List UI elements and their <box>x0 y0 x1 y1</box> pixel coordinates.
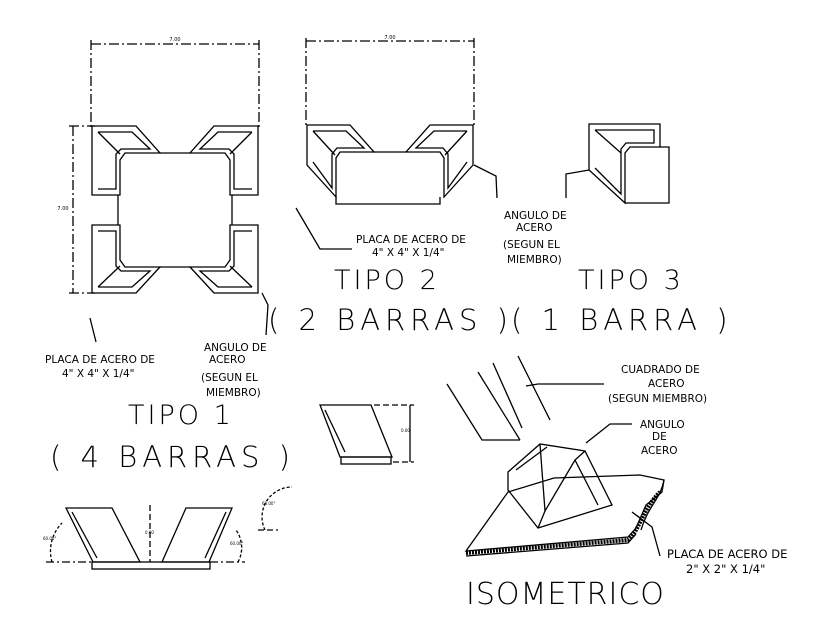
angulo-left-label-l2: ACERO <box>209 354 246 366</box>
plate-edge-hatch <box>465 490 662 555</box>
tipo3-title: TIPO 3 <box>578 265 684 296</box>
isometric-view <box>446 355 665 557</box>
angulo-iso-label-l2: DE <box>652 431 667 443</box>
placa-mid-label-l1: PLACA DE ACERO DE <box>356 234 466 246</box>
angulo-iso-label-l1: ANGULO <box>640 419 685 431</box>
tipo3-plan-view <box>565 123 670 205</box>
angulo-de-label-l2: ACERO <box>516 222 553 234</box>
angulo-de-label-l4: MIEMBRO) <box>507 254 562 266</box>
dim-top-left: 7.00 <box>169 37 180 43</box>
dim-bottom-center: 0.00 <box>145 530 154 535</box>
placa-mid-label-l2: 4" X 4" X 1/4" <box>372 247 445 259</box>
tipo1-title: TIPO 1 <box>128 400 234 431</box>
barras4-title: ( 4 BARRAS ) <box>50 440 295 474</box>
angulo-de-label-l3: (SEGUN EL <box>503 239 560 251</box>
dim-small-vertical: 0.00 <box>401 428 410 433</box>
tipo1-plan-view <box>69 40 269 343</box>
angulo-left-label-l1: ANGULO DE <box>204 342 267 354</box>
angulo-left-label-l3: (SEGUN EL <box>201 372 258 384</box>
isometrico-title: ISOMETRICO <box>466 577 665 612</box>
angle-mid-label: 60.00° <box>262 501 275 506</box>
cuadrado-label-l3: (SEGUN MIEMBRO) <box>608 393 707 405</box>
placa-left-label-l2: 4" X 4" X 1/4" <box>62 368 135 380</box>
side-detail <box>319 404 414 465</box>
tipo1-elevation <box>46 486 293 570</box>
placa-left-label-l1: PLACA DE ACERO DE <box>45 354 155 366</box>
angle-left-label: 60.00° <box>43 536 56 541</box>
tipo2-plan-view <box>295 38 498 250</box>
angle-right-label: 60.00° <box>230 541 243 546</box>
barra1-title: ( 1 BARRA ) <box>511 303 733 337</box>
barras2-title: ( 2 BARRAS ) <box>268 303 513 337</box>
dim-left-vertical: 7.00 <box>57 206 68 212</box>
cuadrado-label-l2: ACERO <box>648 378 685 390</box>
placa-iso-label-l2: 2" X 2" X 1/4" <box>686 562 765 576</box>
angulo-iso-label-l3: ACERO <box>641 445 678 457</box>
placa-iso-label-l1: PLACA DE ACERO DE <box>667 547 787 561</box>
cuadrado-label-l1: CUADRADO DE <box>621 364 700 376</box>
angulo-de-label-l1: ANGULO DE <box>504 210 567 222</box>
dim-top-mid: 7.00 <box>384 35 395 41</box>
angulo-left-label-l4: MIEMBRO) <box>206 387 261 399</box>
tipo2-title: TIPO 2 <box>334 265 440 296</box>
